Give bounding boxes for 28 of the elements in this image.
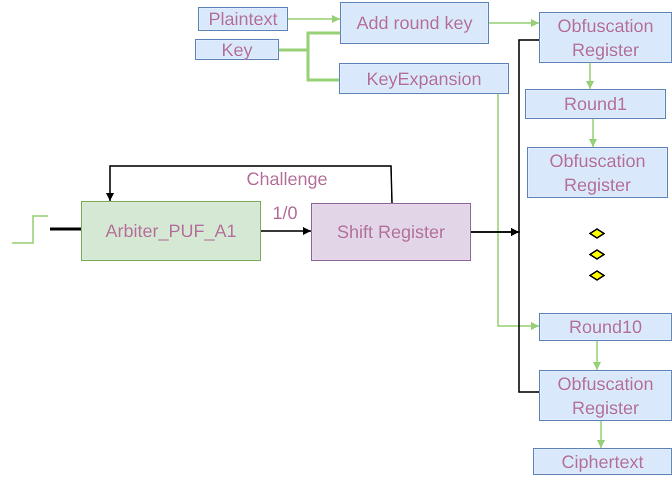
connector (279, 48, 339, 82)
process-box: Obfuscation Register (539, 12, 672, 63)
connector (261, 227, 311, 235)
process-box: Obfuscation Register (539, 370, 672, 421)
connector (50, 228, 81, 230)
process-box: Arbiter_PUF_A1 (81, 201, 261, 261)
connector (106, 165, 393, 204)
connector (497, 94, 539, 330)
process-box: Obfuscation Register (527, 147, 668, 198)
connector (586, 63, 594, 89)
connector (589, 119, 597, 147)
connector (597, 421, 605, 448)
connector (471, 228, 539, 393)
process-box: Ciphertext (533, 448, 672, 475)
process-box: KeyExpansion (339, 63, 509, 94)
connector (593, 341, 601, 370)
edge-label: Challenge (244, 169, 330, 189)
connector (489, 19, 539, 27)
connector (288, 15, 340, 23)
process-box: Shift Register (311, 203, 471, 261)
process-box: Plaintext (198, 7, 288, 31)
process-box: Round10 (539, 313, 672, 341)
process-box: Key (195, 39, 279, 60)
diamond-marker (589, 228, 605, 239)
process-box: Add round key (340, 2, 489, 44)
diamond-marker (589, 249, 605, 260)
diamond-marker (589, 270, 605, 281)
process-box: Round1 (525, 89, 666, 119)
